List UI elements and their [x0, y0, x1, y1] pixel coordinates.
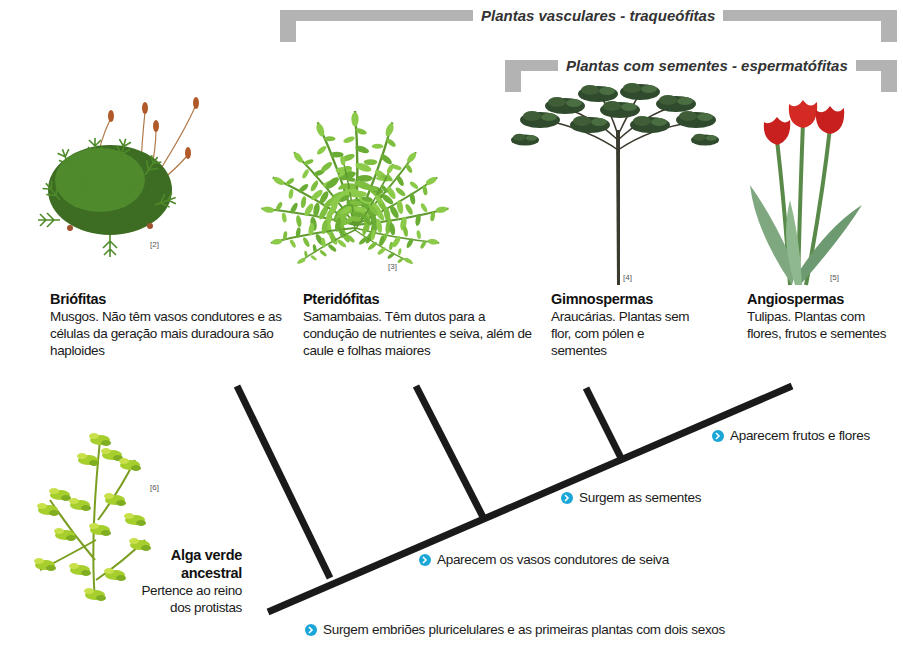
alga-frond — [69, 498, 91, 511]
araucaria-crown — [511, 134, 539, 146]
trait-label: Surgem embriões pluricelulares e as prim… — [323, 621, 725, 639]
alga-frond — [104, 493, 126, 506]
group-description: Samambaias. Têm dutos para a condução de… — [303, 308, 535, 359]
callout-number: [4] — [623, 273, 632, 283]
alga-frond — [124, 513, 146, 526]
alga-frond — [69, 563, 91, 576]
moss-strand — [153, 191, 178, 212]
moss-strand — [103, 235, 117, 257]
taxon-group: AngiospermasTulipas. Plantas com flores,… — [747, 290, 897, 342]
alga-frond — [119, 458, 141, 471]
taxon-group: PteridófitasSamambaias. Têm dutos para a… — [303, 290, 535, 359]
fern-frond — [344, 158, 404, 236]
taxon-group: GimnospermasAraucárias. Plantas sem flor… — [551, 290, 703, 359]
taxon-group: Alga verde ancestralPertence ao reino do… — [124, 546, 242, 616]
alga-frond — [129, 538, 151, 551]
alga-frond — [101, 448, 123, 461]
fern-frond — [292, 221, 360, 273]
moss-strand — [40, 179, 65, 205]
araucaria-crown — [545, 97, 585, 114]
araucaria-crown — [578, 85, 618, 102]
alga-frond — [34, 558, 56, 571]
araucaria-crown — [691, 134, 719, 146]
trait-label: Surgem as sementes — [579, 489, 701, 507]
group-banner: Plantas com sementes - espermatófitas — [558, 56, 856, 76]
group-description: Musgos. Não têm vasos condutores e as cé… — [50, 308, 285, 359]
group-banner: Plantas vasculares - traqueófitas — [473, 6, 723, 26]
group-description: Tulipas. Plantas com flores, frutos e se… — [747, 308, 897, 342]
trait-label: Aparecem frutos e flores — [730, 427, 870, 445]
moss-strand — [113, 137, 132, 162]
araucaria-crown — [600, 101, 640, 118]
araucaria-crown — [520, 111, 560, 128]
araucaria-illustration — [511, 83, 719, 285]
group-name: Alga verde ancestral — [124, 546, 242, 582]
araucaria-crown — [656, 95, 696, 112]
fern-illustration — [259, 111, 452, 273]
group-description: Araucárias. Plantas sem flor, com pólen … — [551, 308, 703, 359]
moss-strand — [74, 172, 92, 196]
araucaria-crown — [620, 83, 660, 100]
moss-strand — [118, 177, 139, 202]
trait-label: Aparecem os vasos condutores de seiva — [437, 551, 669, 569]
callout-number: [5] — [830, 273, 839, 283]
tulip-illustration — [750, 100, 862, 285]
moss-strand — [88, 138, 102, 160]
moss-strand — [56, 147, 77, 172]
araucaria-crown — [676, 111, 716, 128]
alga-frond — [89, 523, 111, 536]
trait-icon — [419, 554, 431, 566]
group-name: Pteridófitas — [303, 290, 535, 308]
alga-frond — [104, 568, 126, 581]
alga-frond — [89, 433, 111, 446]
taxon-group: BriófitasMusgos. Não têm vasos condutore… — [50, 290, 285, 359]
alga-frond — [77, 453, 99, 466]
trait-icon — [712, 430, 724, 442]
trait-icon — [561, 492, 573, 504]
moss-strand — [139, 153, 163, 179]
alga-frond — [37, 503, 59, 516]
group-name: Briófitas — [50, 290, 285, 308]
callout-number: [6] — [150, 483, 159, 493]
alga-illustration — [34, 433, 151, 601]
moss-illustration — [38, 97, 199, 257]
araucaria-crown — [630, 116, 670, 133]
alga-frond — [84, 588, 106, 601]
trait-icon — [305, 624, 317, 636]
group-description: Pertence ao reino dos protistas — [124, 582, 242, 616]
alga-frond — [49, 488, 71, 501]
callout-number: [2] — [150, 240, 159, 250]
fern-frond — [350, 221, 418, 273]
group-name: Angiospermas — [747, 290, 897, 308]
group-name: Gimnospermas — [551, 290, 703, 308]
cladogram-tree — [237, 386, 792, 612]
moss-strand — [38, 213, 60, 227]
alga-frond — [54, 528, 76, 541]
araucaria-crown — [570, 116, 610, 133]
fern-frond — [347, 164, 445, 238]
callout-number: [3] — [388, 262, 397, 272]
